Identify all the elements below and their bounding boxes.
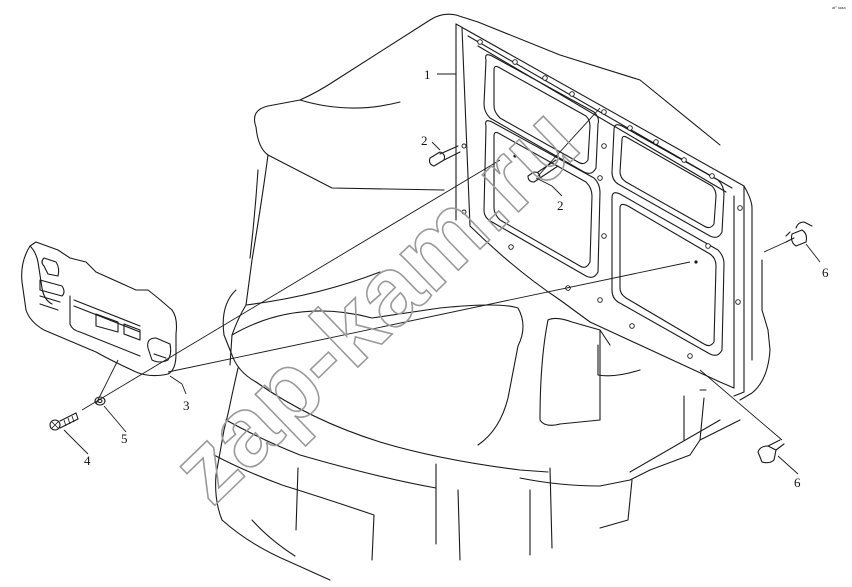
callout-6b: 6 bbox=[794, 475, 801, 490]
screw-part-4 bbox=[49, 412, 79, 431]
corner-mark: af° iaaa bbox=[832, 5, 846, 10]
bolt-part-2-left bbox=[428, 145, 461, 167]
bolt-part-6-lower bbox=[757, 439, 785, 464]
callout-6a: 6 bbox=[822, 265, 829, 280]
callout-4: 4 bbox=[84, 453, 91, 468]
rear-panel bbox=[455, 23, 753, 397]
watermark: zap-kam.ru bbox=[150, 85, 599, 524]
callout-1: 1 bbox=[424, 67, 431, 82]
callout-5: 5 bbox=[121, 431, 128, 446]
callout-numbers: 1 2 2 3 4 5 6 6 bbox=[84, 67, 829, 490]
bolt-part-6-upper bbox=[785, 221, 813, 247]
callout-3: 3 bbox=[183, 398, 190, 413]
callout-2a: 2 bbox=[421, 133, 428, 148]
emblem-plate bbox=[21, 241, 178, 377]
callout-2b: 2 bbox=[557, 198, 564, 213]
leader-lines bbox=[63, 73, 821, 475]
truck-cab bbox=[213, 13, 771, 581]
